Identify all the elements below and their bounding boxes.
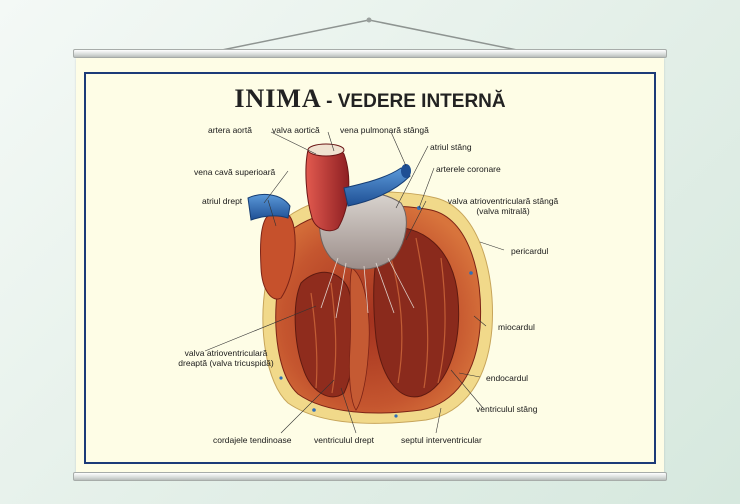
label-aortic-valve: valva aortică <box>272 125 320 135</box>
right-atrium <box>260 210 296 300</box>
poster-sheet: INIMA - VEDERE INTERNĂ <box>76 58 664 472</box>
label-chordae-tendineae: cordajele tendinoase <box>213 435 292 445</box>
chordae-tendineae <box>320 257 415 319</box>
right-ventricle-cavity <box>294 271 355 398</box>
label-coronary-arteries: arterele coronare <box>436 164 501 174</box>
poster-border <box>84 72 656 464</box>
label-pericardium: pericardul <box>511 246 549 256</box>
label-left-atrium: atriul stâng <box>430 142 472 152</box>
label-pulmonary-vein: vena pulmonară stângă <box>340 125 429 135</box>
trabeculae <box>310 237 446 394</box>
label-tricuspid-valve-line1: valva atrioventriculară <box>184 348 268 358</box>
septum <box>348 267 370 411</box>
label-interventricular-septum: septul interventricular <box>401 435 482 445</box>
bottom-hanging-rod <box>73 472 667 481</box>
title-main: INIMA <box>234 84 322 113</box>
poster-title: INIMA - VEDERE INTERNĂ <box>76 84 664 114</box>
label-mitral-valve-line1: valva atrioventriculară stângă <box>447 196 559 206</box>
label-tricuspid-valve-line2: dreaptă (valva tricuspidă) <box>178 358 274 368</box>
label-endocardium: endocardul <box>486 373 529 383</box>
label-left-ventricle: ventriculul stâng <box>476 404 538 414</box>
title-subtitle: - VEDERE INTERNĂ <box>326 91 506 112</box>
label-mitral-valve-line2: (valva mitrală) <box>476 206 530 216</box>
superior-vena-cava <box>247 193 291 221</box>
aorta-opening <box>307 143 345 157</box>
label-superior-vena-cava: vena cavă superioară <box>194 167 276 177</box>
top-hanging-rod <box>73 49 667 58</box>
pulmonary-vein <box>343 167 411 207</box>
heart-illustration <box>204 131 505 434</box>
label-right-ventricle: ventriculul drept <box>314 435 375 445</box>
label-aortic-artery: artera aortă <box>208 125 252 135</box>
label-myocardium: miocardul <box>498 322 535 332</box>
leader-lines <box>204 131 505 434</box>
label-right-atrium: atriul drept <box>202 196 243 206</box>
hanging-string <box>221 17 518 51</box>
left-ventricle-cavity <box>373 226 460 398</box>
aorta <box>305 146 350 232</box>
